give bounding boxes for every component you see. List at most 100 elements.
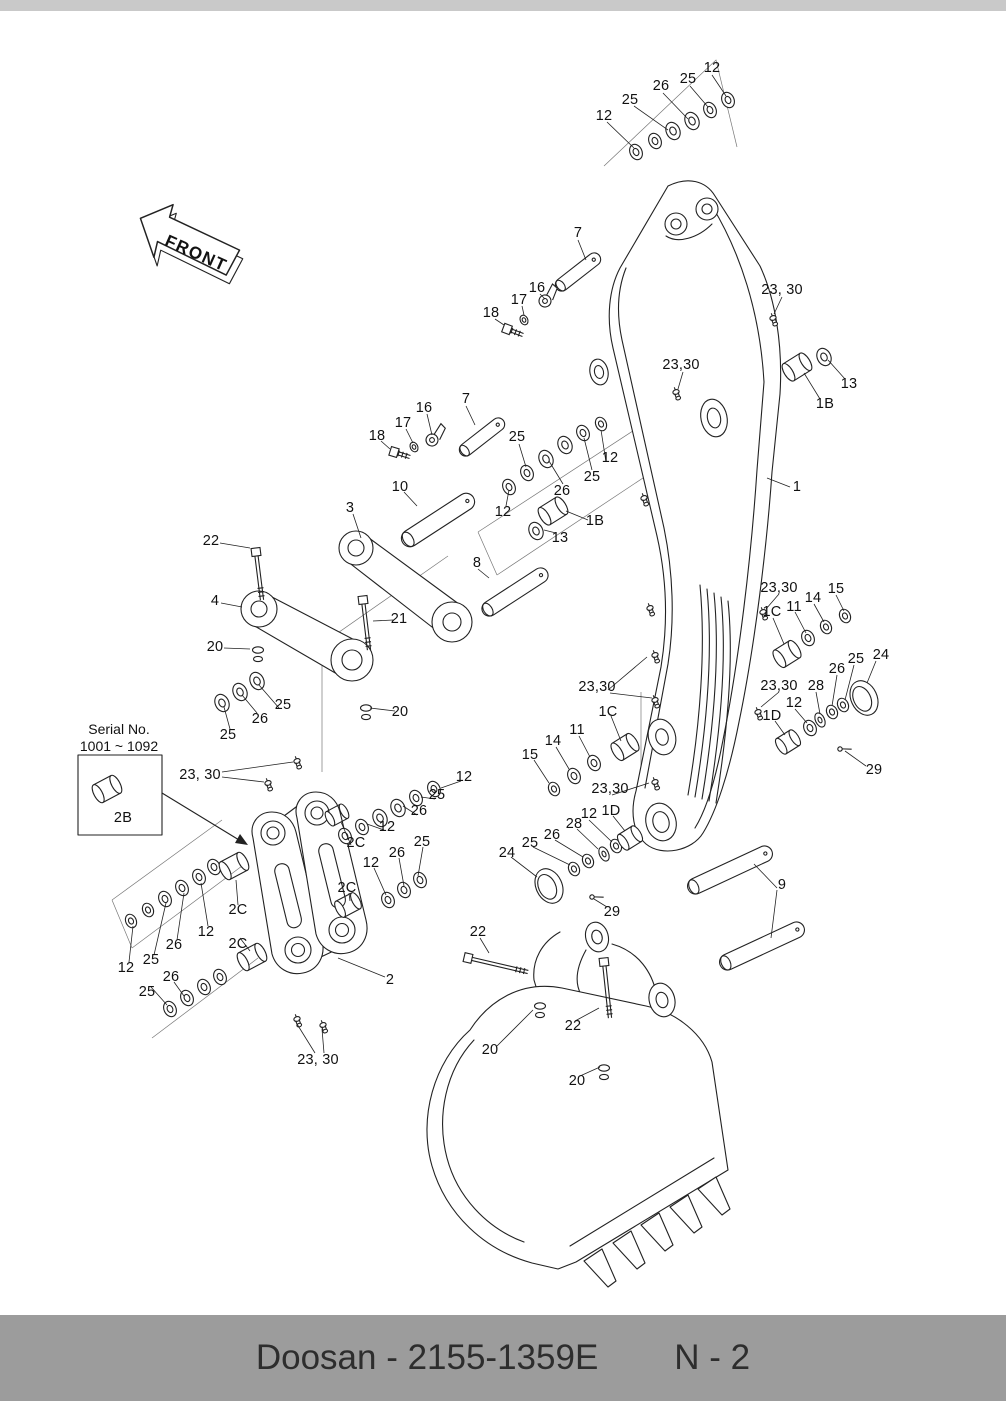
washer-ring (197, 978, 211, 996)
washer-ring (249, 671, 265, 691)
grease-fitting (672, 387, 682, 401)
washer-ring (557, 435, 573, 455)
washer-ring (124, 913, 138, 929)
part-label: 25 (847, 651, 865, 667)
washer-ring (567, 767, 581, 785)
bolt-part (500, 322, 524, 338)
part-label: 29 (865, 762, 883, 778)
washer-ring (721, 91, 735, 109)
bushing-cylinder (324, 803, 350, 827)
bucket-part (426, 931, 731, 1288)
part-label: 2C (337, 880, 357, 896)
shim-disc (598, 846, 610, 862)
part-label: 28 (807, 678, 825, 694)
bushing-cylinder (616, 825, 644, 851)
part-label: 26 (553, 483, 571, 499)
bushing-cylinder (610, 732, 640, 762)
washer-ring (584, 921, 610, 953)
part-label: 26 (388, 845, 406, 861)
washer-ring (355, 818, 369, 836)
serial-note-line2: 1001 ~ 1092 (79, 738, 159, 754)
part-label: 22 (564, 1018, 582, 1034)
footer-doc-number: Doosan - 2155-1359E (255, 1338, 599, 1377)
part-label: 20 (206, 639, 224, 655)
part-label: 24 (872, 647, 890, 663)
part-label: 25 (583, 469, 601, 485)
part-label: 25 (138, 984, 156, 1000)
part-label: 23, 30 (297, 1052, 339, 1068)
washer-ring (338, 827, 352, 845)
grease-fitting (759, 607, 769, 621)
washer-ring (825, 704, 839, 720)
washer-ring (232, 682, 248, 702)
part-label: 25 (142, 952, 160, 968)
part-label: 16 (415, 400, 433, 416)
part-label: 28 (565, 816, 583, 832)
washer-ring (803, 719, 817, 737)
washer-ring (141, 902, 155, 918)
retainer-plate (425, 422, 446, 447)
washer-ring (158, 890, 172, 908)
grease-fitting (754, 707, 764, 721)
washer-ring (409, 441, 419, 453)
pin-part (719, 921, 805, 971)
pin-part (458, 417, 506, 457)
washer-ring (587, 754, 601, 772)
bushing-cylinder (772, 639, 802, 669)
washer-ring (594, 416, 608, 432)
part-label: 17 (510, 292, 528, 308)
bushing-cylinder (781, 352, 813, 382)
part-label: 13 (840, 376, 858, 392)
part-label: 1D (601, 803, 621, 819)
part-label: 7 (573, 225, 583, 241)
part-label: 11 (569, 722, 585, 738)
bushing-cylinder (91, 774, 123, 804)
washer-ring (647, 718, 677, 756)
part-label: 20 (391, 704, 409, 720)
part-label: 2C (228, 936, 248, 952)
part-label: 12 (703, 60, 721, 76)
part-label: 2B (113, 810, 133, 826)
washer-ring (207, 858, 221, 876)
part-label: 12 (785, 695, 803, 711)
washer-ring (567, 861, 581, 877)
leader-lines (128, 74, 877, 1077)
part-label: 17 (394, 415, 412, 431)
washer-ring (502, 478, 516, 496)
small-pin (837, 746, 852, 752)
part-label: 4 (210, 593, 220, 609)
washer-ring (703, 101, 717, 119)
part-label: 26 (165, 937, 183, 953)
washer-ring (175, 879, 189, 897)
part-label: 18 (368, 428, 386, 444)
seal-cap (849, 680, 879, 716)
washer-ring (397, 881, 411, 899)
top-strip (0, 0, 1006, 11)
grease-fitting (769, 313, 779, 327)
part-label: 24 (498, 845, 516, 861)
bolt-part (357, 594, 372, 651)
part-label: 23, 30 (179, 767, 221, 783)
washer-ring (180, 989, 194, 1007)
footer-bar: Doosan - 2155-1359E N - 2 (0, 1315, 1006, 1401)
small-pin (589, 894, 604, 900)
part-label: 20 (481, 1042, 499, 1058)
grease-fitting (651, 650, 661, 664)
shim-disc (814, 712, 826, 728)
part-label: 14 (544, 733, 562, 749)
washer-ring (648, 982, 676, 1018)
bolt-part (598, 956, 613, 1019)
boundary-lines (111, 59, 738, 1039)
part-label: 25 (274, 697, 292, 713)
part-label: 25 (413, 834, 431, 850)
part-label: 3 (345, 500, 355, 516)
part-label: 12 (601, 450, 619, 466)
part-label: 25 (621, 92, 639, 108)
part-label: 11 (786, 599, 802, 615)
part-label: 26 (828, 661, 846, 677)
washer-ring (801, 629, 815, 647)
part-label: 29 (603, 904, 621, 920)
part-label: 25 (521, 835, 539, 851)
seal-cap (534, 868, 564, 904)
